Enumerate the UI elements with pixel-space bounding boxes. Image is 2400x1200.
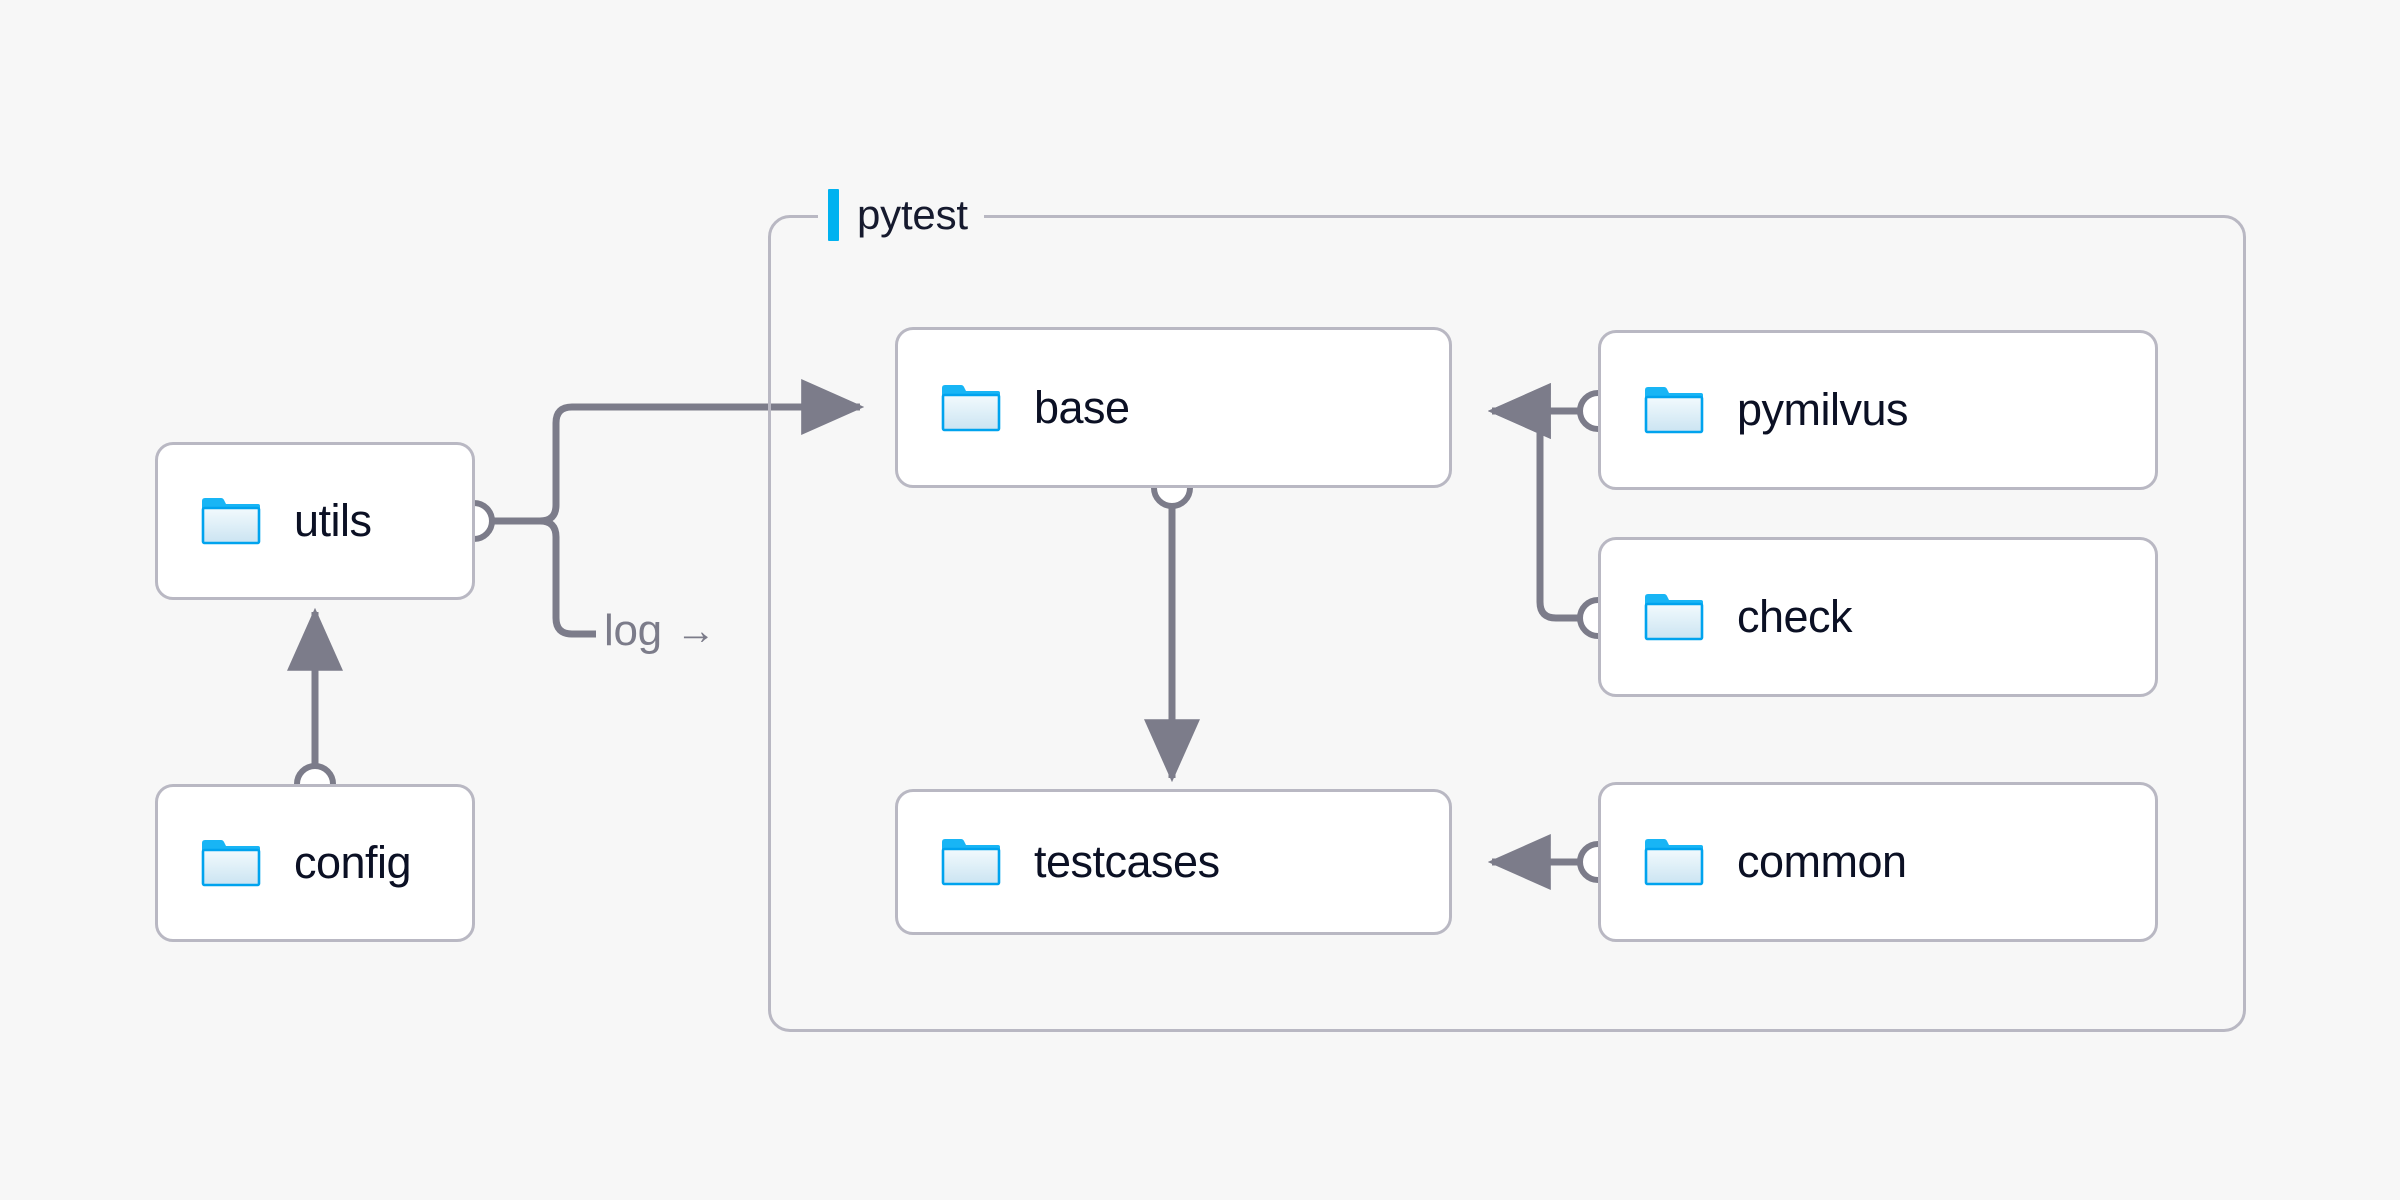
node-utils[interactable]: utils <box>155 442 475 600</box>
node-label: testcases <box>1034 836 1220 887</box>
edge-utils-to-log <box>539 517 596 638</box>
group-label-text: pytest <box>857 191 968 238</box>
folder-icon <box>201 840 261 887</box>
node-base[interactable]: base <box>895 327 1452 488</box>
node-testcases[interactable]: testcases <box>895 789 1452 935</box>
folder-icon <box>201 498 261 545</box>
folder-icon <box>1644 594 1704 641</box>
node-label: config <box>294 837 412 888</box>
edge-label-log: log → <box>604 606 716 656</box>
folder-icon <box>1644 387 1704 434</box>
edge-label-log-text: log <box>604 606 662 655</box>
arrow-right-icon: → <box>675 609 716 653</box>
node-label: utils <box>294 495 372 546</box>
node-check[interactable]: check <box>1598 537 2158 697</box>
node-label: pymilvus <box>1737 384 1909 435</box>
group-pytest-label: pytest <box>818 185 984 245</box>
folder-icon <box>941 384 1001 431</box>
folder-icon <box>1644 839 1704 886</box>
group-pytest-container <box>768 215 2246 1032</box>
node-label: common <box>1737 836 1907 887</box>
group-accent-bar <box>828 189 839 241</box>
node-label: check <box>1737 591 1853 642</box>
node-common[interactable]: common <box>1598 782 2158 942</box>
folder-icon <box>941 839 1001 886</box>
node-config[interactable]: config <box>155 784 475 942</box>
node-label: base <box>1034 381 1130 433</box>
edge-check-to-base <box>1487 383 1580 622</box>
node-pymilvus[interactable]: pymilvus <box>1598 330 2158 490</box>
